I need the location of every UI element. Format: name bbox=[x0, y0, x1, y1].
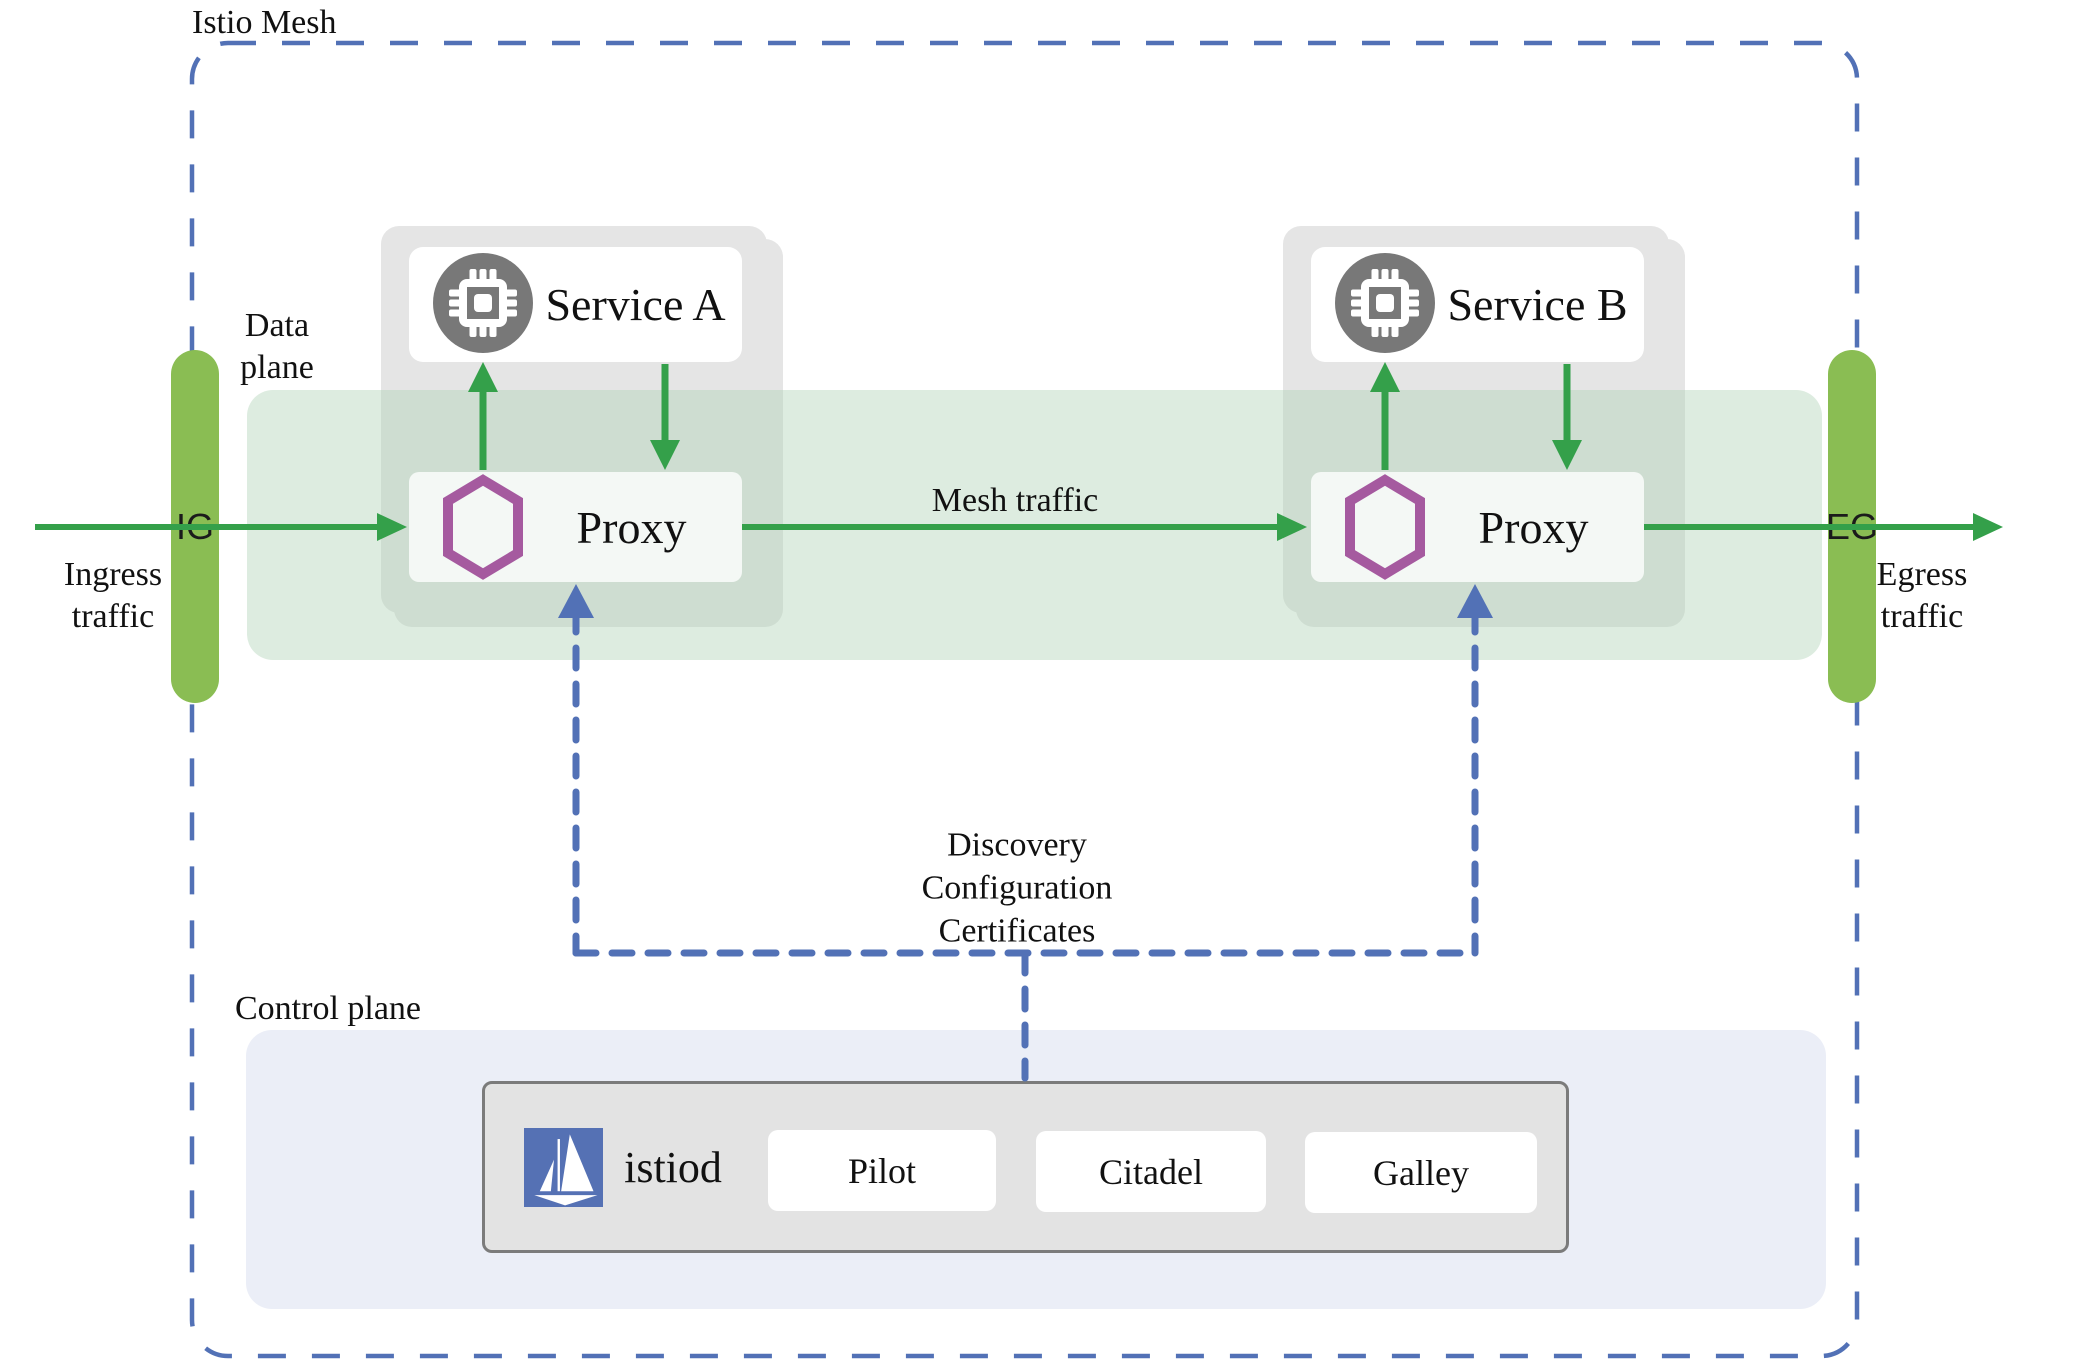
ingress-gateway-label: IG bbox=[175, 505, 214, 547]
control-plane-label: Control plane bbox=[235, 990, 422, 1027]
galley-component: Galley bbox=[1305, 1132, 1537, 1213]
proxy-b-label: Proxy bbox=[1478, 501, 1589, 553]
data-plane-label: Data plane bbox=[240, 307, 314, 386]
egress-gateway-pill: EG bbox=[1826, 350, 1879, 703]
service-b-label: Service B bbox=[1447, 279, 1628, 330]
proxy-b-node: Proxy bbox=[1311, 472, 1644, 582]
microchip-icon bbox=[1335, 253, 1435, 353]
service-a-node: Service A bbox=[409, 247, 742, 362]
mesh-title: Istio Mesh bbox=[192, 4, 337, 41]
citadel-component: Citadel bbox=[1036, 1131, 1266, 1212]
proxy-a-node: Proxy bbox=[409, 472, 742, 582]
egress-gateway-label: EG bbox=[1826, 505, 1879, 547]
sidecar-hexagon-icon bbox=[443, 474, 523, 580]
pilot-component: Pilot bbox=[768, 1130, 996, 1211]
proxy-a-label: Proxy bbox=[576, 501, 687, 553]
service-b-node: Service B bbox=[1311, 247, 1644, 362]
mesh-traffic-label: Mesh traffic bbox=[931, 482, 1099, 519]
ingress-traffic-label: Ingress traffic bbox=[63, 556, 163, 635]
control-channels-label: Discovery Configuration Certificates bbox=[921, 826, 1113, 950]
ingress-gateway-pill: IG bbox=[171, 350, 219, 703]
istio-logo-icon bbox=[524, 1128, 603, 1207]
egress-traffic-label: Egress traffic bbox=[1876, 556, 1968, 635]
istiod-node: istiod Pilot Citadel Galley bbox=[482, 1081, 1569, 1253]
istiod-label: istiod bbox=[624, 1142, 722, 1192]
sidecar-hexagon-icon bbox=[1345, 474, 1425, 580]
service-a-label: Service A bbox=[545, 279, 726, 330]
microchip-icon bbox=[433, 253, 533, 353]
